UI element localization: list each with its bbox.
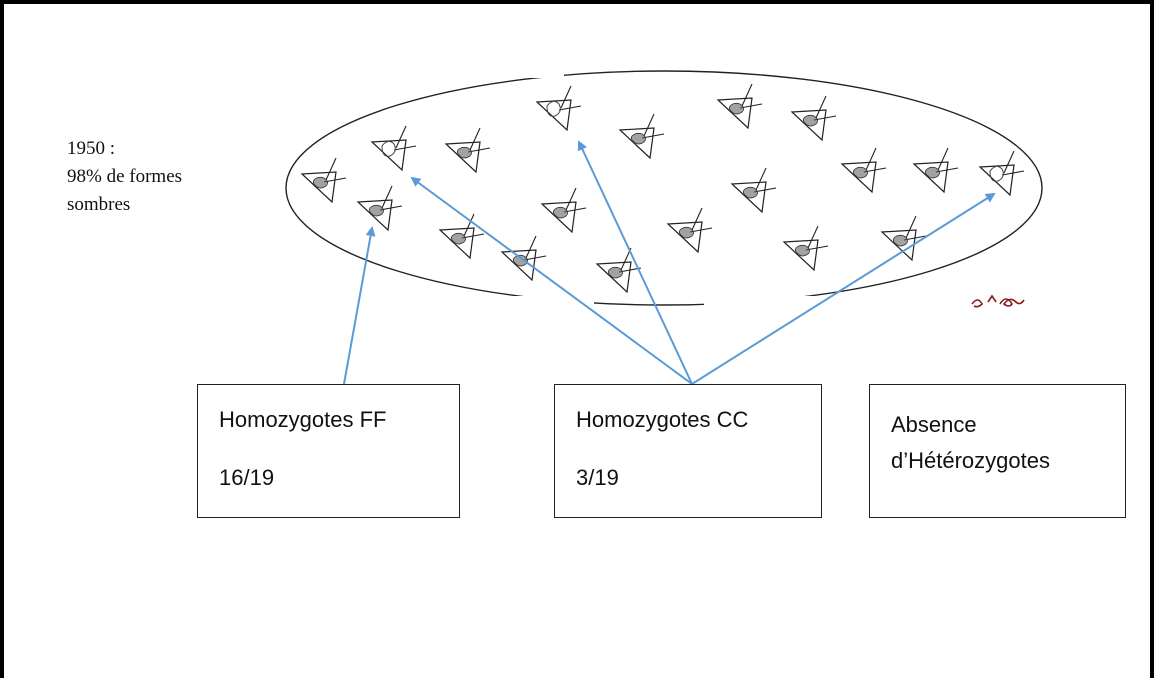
light-moth-icon (978, 150, 1025, 197)
heterozygotes-label: Absence d’Hétérozygotes (891, 407, 1050, 479)
caption-description: sombres (67, 194, 131, 215)
moth-group (300, 83, 1025, 294)
dark-moth-icon (595, 247, 642, 294)
heterozygotes-label-line2: d’Hétérozygotes (891, 448, 1050, 473)
arrow-ff (343, 226, 376, 385)
homozygotes-ff-box: Homozygotes FF 16/19 (197, 384, 460, 518)
dark-moth-icon (500, 235, 547, 282)
dark-moth-icon (300, 157, 347, 204)
dark-moth-icon (356, 185, 403, 232)
light-moth-icon (370, 125, 417, 172)
heterozygotes-box: Absence d’Hétérozygotes (869, 384, 1126, 518)
homozygotes-cc-label: Homozygotes CC (576, 407, 749, 432)
arrow-cc-1 (410, 176, 693, 385)
arrow-group (343, 140, 996, 385)
dark-moth-icon (880, 215, 927, 262)
dark-moth-icon (782, 225, 829, 272)
dark-moth-icon (912, 147, 959, 194)
caption-year: 1950 : (67, 138, 116, 159)
caption-percentage: 98% de formes (67, 166, 183, 187)
light-moth-icon (535, 85, 582, 132)
population-ellipse (285, 64, 1043, 310)
dark-moth-icon (618, 113, 665, 160)
homozygotes-ff-label: Homozygotes FF (219, 407, 387, 432)
dark-moth-icon (540, 187, 587, 234)
population-scene (285, 64, 1043, 385)
signature-mark (971, 294, 1025, 308)
dark-moth-icon (666, 207, 713, 254)
caption: 1950 : 98% de formes sombres (67, 135, 182, 219)
homozygotes-cc-box: Homozygotes CC 3/19 (554, 384, 822, 518)
homozygotes-cc-ratio: 3/19 (576, 465, 619, 490)
dark-moth-icon (444, 127, 491, 174)
heterozygotes-label-line1: Absence (891, 412, 977, 437)
dark-moth-icon (790, 95, 837, 142)
dark-moth-icon (716, 83, 763, 130)
dark-moth-icon (438, 213, 485, 260)
arrow-cc-3 (691, 192, 996, 385)
arrow-cc-2 (577, 140, 693, 385)
dark-moth-icon (730, 167, 777, 214)
dark-moth-icon (840, 147, 887, 194)
homozygotes-ff-ratio: 16/19 (219, 465, 275, 490)
